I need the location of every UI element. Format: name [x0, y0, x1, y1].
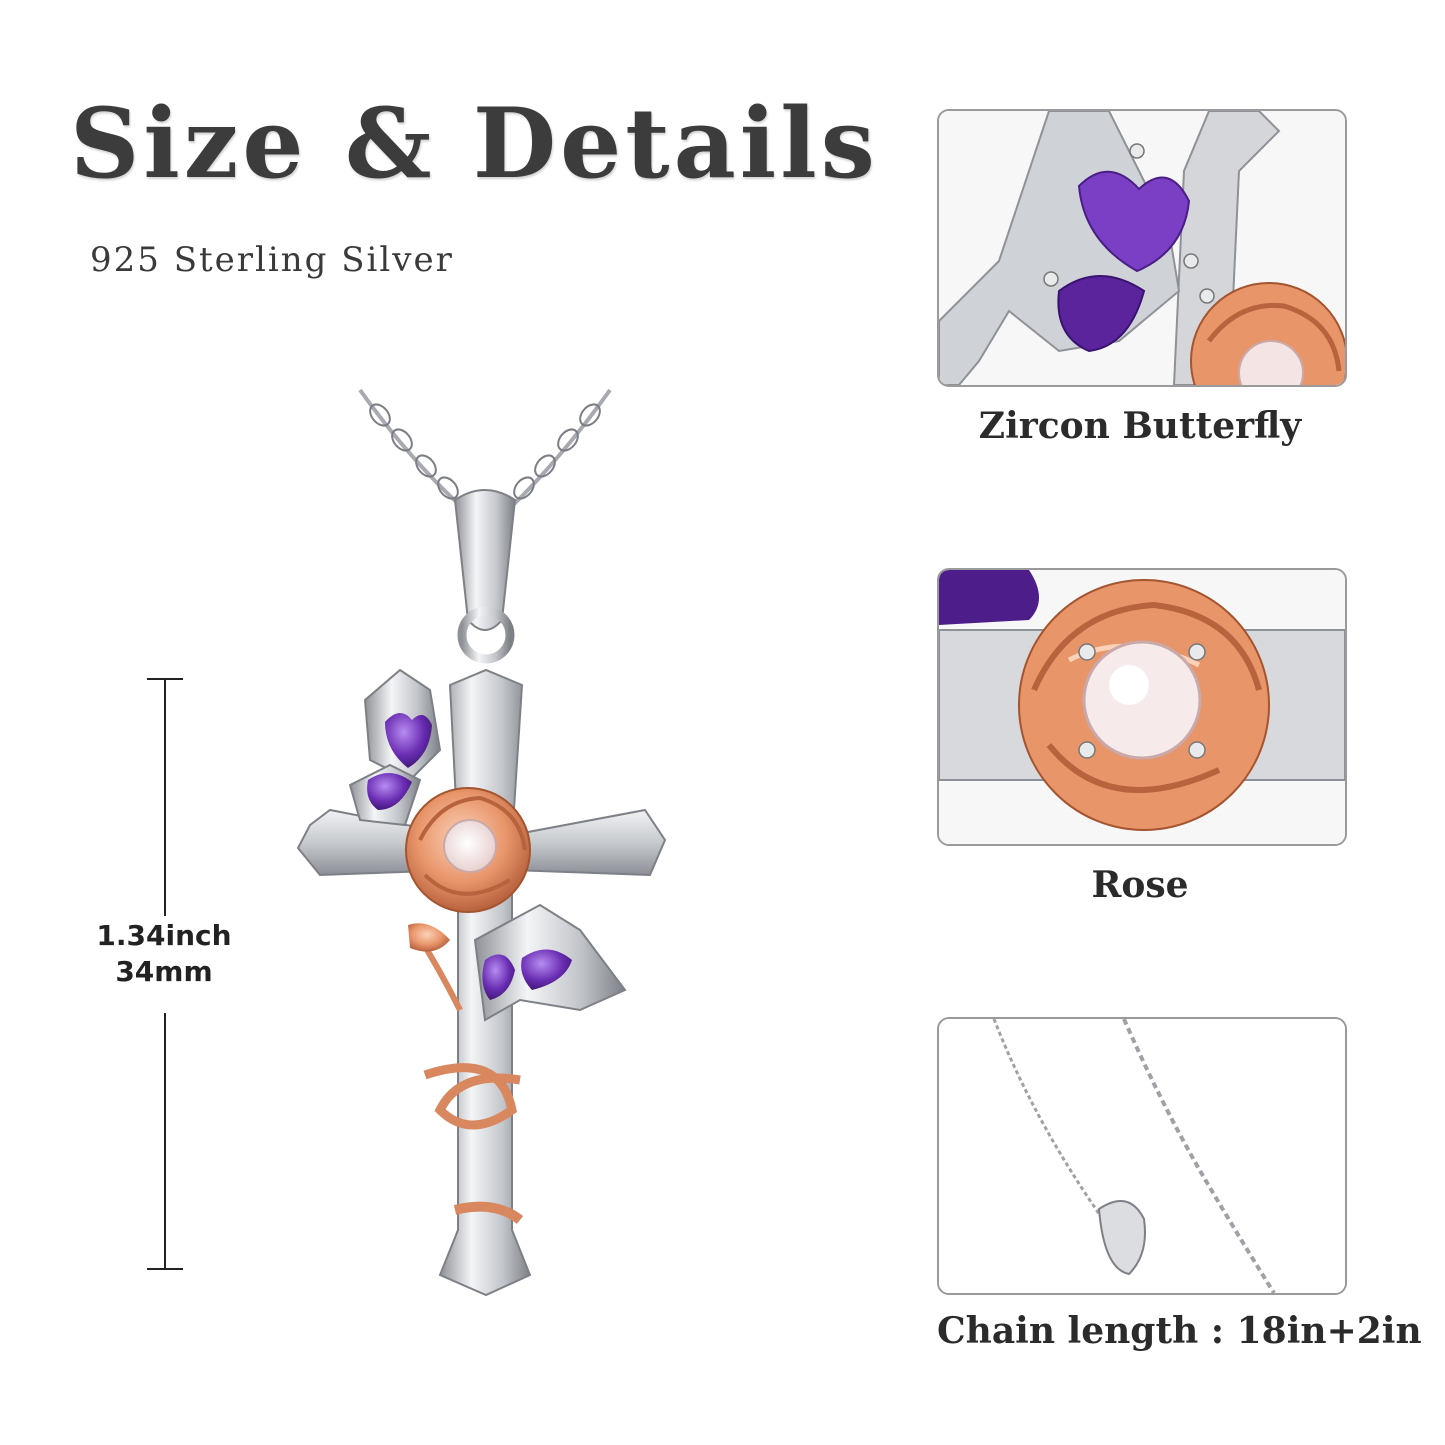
- ruler-upper-line: [164, 678, 166, 916]
- page-title: Size & Details: [70, 87, 879, 200]
- material-subtitle: 925 Sterling Silver: [90, 240, 454, 280]
- height-mm-label: 34mm: [115, 955, 213, 988]
- height-inches-label: 1.34inch: [96, 919, 232, 952]
- cross-pendant-image: [296, 388, 667, 1297]
- caption-chain-length: Chain length : 18in+2in: [937, 1310, 1422, 1352]
- ruler-bottom-cap: [147, 1268, 183, 1270]
- chain-closeup-image: [939, 1019, 1345, 1293]
- height-ruler: [147, 678, 187, 1270]
- detail-panel-chain: [937, 1017, 1347, 1295]
- caption-rose: Rose: [1091, 864, 1189, 906]
- ruler-lower-line: [164, 1013, 166, 1270]
- detail-panel-rose: [937, 568, 1347, 846]
- detail-panel-butterfly: [937, 109, 1347, 387]
- rose-closeup-image: [939, 570, 1345, 844]
- caption-zircon-butterfly: Zircon Butterfly: [978, 405, 1302, 447]
- butterfly-closeup-image: [939, 111, 1345, 385]
